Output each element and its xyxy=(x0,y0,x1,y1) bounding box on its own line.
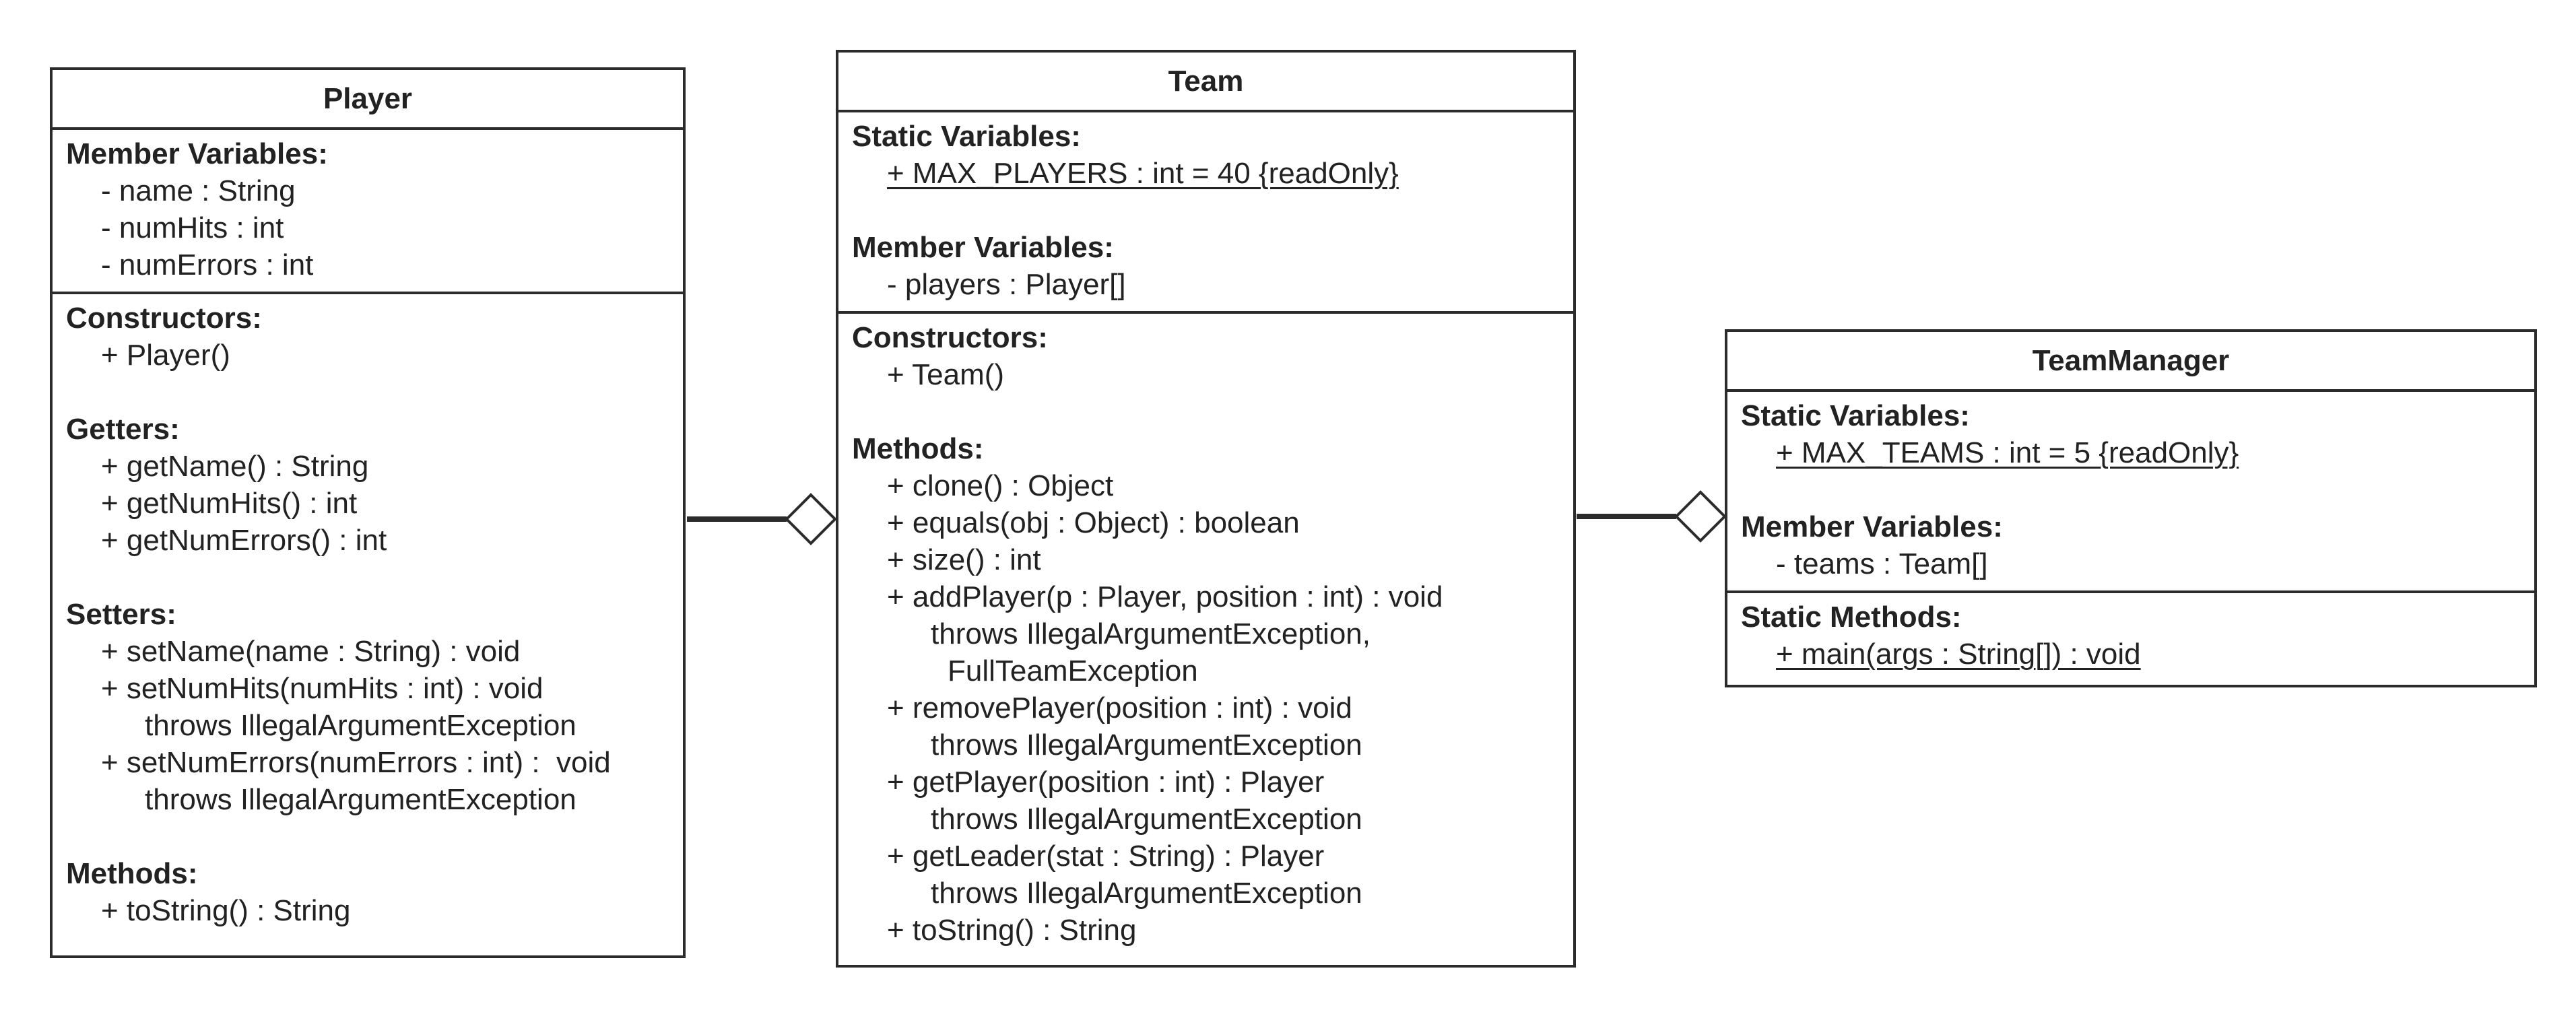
class-teammanager: TeamManager Static Variables: + MAX_TEAM… xyxy=(1725,329,2537,687)
section-title: Member Variables: xyxy=(852,231,1114,264)
operation: + getLeader(stat : String) : Player xyxy=(887,840,1325,873)
operation: + Team() xyxy=(887,358,1005,391)
section-title: Member Variables: xyxy=(66,137,328,170)
operation-continuation: throws IllegalArgumentException xyxy=(931,803,1362,836)
operation: + setNumHits(numHits : int) : void xyxy=(101,672,543,705)
aggregation-diamond-teammanager xyxy=(1674,490,1727,543)
section-title: Member Variables: xyxy=(1741,510,2003,543)
operation: + setNumErrors(numErrors : int) : void xyxy=(101,746,611,779)
operation: + equals(obj : Object) : boolean xyxy=(887,506,1300,539)
section-title: Setters: xyxy=(66,598,176,631)
operation: + getNumHits() : int xyxy=(101,487,358,520)
teammanager-operations-compartment: Static Methods: + main(args : String[]) … xyxy=(1727,593,2534,681)
class-name-team: Team xyxy=(838,53,1573,112)
team-attributes-compartment: Static Variables: + MAX_PLAYERS : int = … xyxy=(838,112,1573,314)
attribute: - teams : Team[] xyxy=(1776,547,1988,580)
aggregation-diamond-team xyxy=(785,493,837,545)
section-title: Methods: xyxy=(852,432,984,465)
operation-continuation: FullTeamException xyxy=(948,654,1198,687)
operation-continuation: throws IllegalArgumentException xyxy=(145,709,576,742)
teammanager-attributes-compartment: Static Variables: + MAX_TEAMS : int = 5 … xyxy=(1727,392,2534,593)
static-operation: + main(args : String[]) : void xyxy=(1776,638,2141,671)
team-methods: Methods: + clone() : Object + equals(obj… xyxy=(852,430,1560,949)
class-player: Player Member Variables: - name : String… xyxy=(50,67,686,958)
teammanager-member-variables: Member Variables: - teams : Team[] xyxy=(1741,508,2521,582)
operation: + toString() : String xyxy=(887,914,1137,947)
attribute: - players : Player[] xyxy=(887,268,1126,301)
attribute: - name : String xyxy=(101,174,296,207)
teammanager-static-methods: Static Methods: + main(args : String[]) … xyxy=(1741,599,2521,673)
class-team: Team Static Variables: + MAX_PLAYERS : i… xyxy=(836,50,1576,968)
team-static-variables: Static Variables: + MAX_PLAYERS : int = … xyxy=(852,118,1560,192)
section-title: Static Variables: xyxy=(1741,399,1970,432)
section-title: Static Variables: xyxy=(852,120,1081,153)
section-title: Constructors: xyxy=(66,302,262,335)
class-name-player: Player xyxy=(53,70,683,130)
player-member-variables: Member Variables: - name : String - numH… xyxy=(66,135,669,283)
attribute: - numErrors : int xyxy=(101,248,314,281)
team-operations-compartment: Constructors: + Team() Methods: + clone(… xyxy=(838,314,1573,957)
operation: + addPlayer(p : Player, position : int) … xyxy=(887,580,1443,613)
attribute: - numHits : int xyxy=(101,211,284,244)
operation: + setName(name : String) : void xyxy=(101,635,521,668)
operation-continuation: throws IllegalArgumentException, xyxy=(931,617,1370,650)
player-attributes-compartment: Member Variables: - name : String - numH… xyxy=(53,130,683,294)
operation: + Player() xyxy=(101,339,230,372)
static-attribute: + MAX_TEAMS : int = 5 {readOnly} xyxy=(1776,436,2239,469)
team-constructors: Constructors: + Team() xyxy=(852,319,1560,393)
section-title: Static Methods: xyxy=(1741,601,1962,634)
operation-continuation: throws IllegalArgumentException xyxy=(931,729,1362,762)
static-attribute: + MAX_PLAYERS : int = 40 {readOnly} xyxy=(887,157,1399,190)
player-setters: Setters: + setName(name : String) : void… xyxy=(66,596,669,818)
section-title: Constructors: xyxy=(852,321,1048,354)
section-title: Methods: xyxy=(66,857,198,890)
operation: + getNumErrors() : int xyxy=(101,524,387,557)
section-title: Getters: xyxy=(66,413,180,446)
teammanager-static-variables: Static Variables: + MAX_TEAMS : int = 5 … xyxy=(1741,397,2521,471)
aggregation-team-teammanager xyxy=(1577,490,1727,543)
player-getters: Getters: + getName() : String + getNumHi… xyxy=(66,411,669,559)
operation: + getName() : String xyxy=(101,450,369,483)
player-operations-compartment: Constructors: + Player() Getters: + getN… xyxy=(53,294,683,937)
team-member-variables: Member Variables: - players : Player[] xyxy=(852,229,1560,303)
player-methods: Methods: + toString() : String xyxy=(66,855,669,929)
operation-continuation: throws IllegalArgumentException xyxy=(145,783,576,816)
operation: + toString() : String xyxy=(101,894,351,927)
class-name-teammanager: TeamManager xyxy=(1727,332,2534,392)
operation: + getPlayer(position : int) : Player xyxy=(887,766,1325,799)
operation: + size() : int xyxy=(887,543,1041,576)
operation: + clone() : Object xyxy=(887,469,1114,502)
operation-continuation: throws IllegalArgumentException xyxy=(931,877,1362,910)
player-constructors: Constructors: + Player() xyxy=(66,300,669,374)
operation: + removePlayer(position : int) : void xyxy=(887,691,1352,724)
aggregation-player-team xyxy=(687,493,837,545)
